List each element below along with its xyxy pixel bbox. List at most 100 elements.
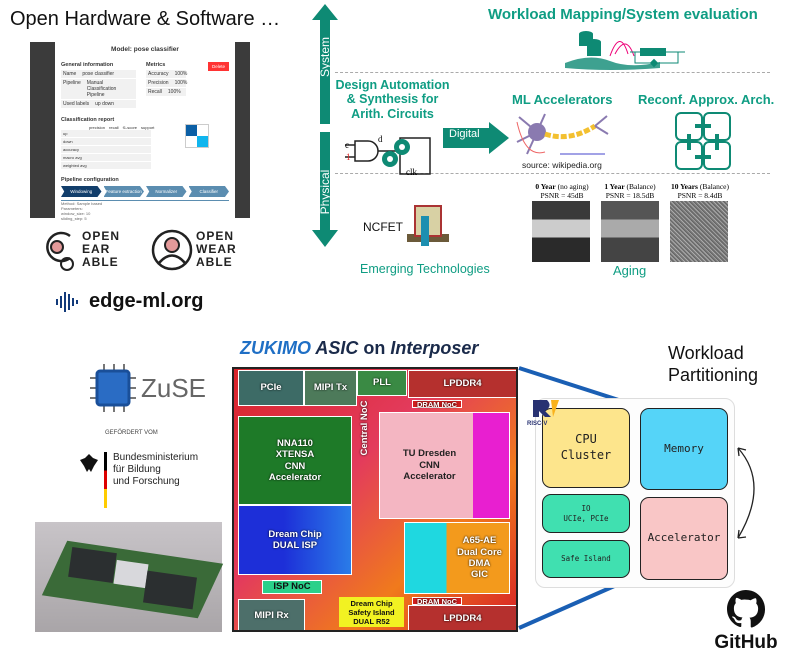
workload-mapping-title: Workload Mapping/System evaluation <box>488 6 758 23</box>
block-pll: PLL <box>357 370 407 396</box>
report-row: down <box>61 138 151 145</box>
general-info-heading: General information <box>61 62 114 68</box>
confusion-matrix <box>185 124 209 148</box>
accelerator-block: Accelerator <box>640 497 728 580</box>
pipeline-steps: Windowing Feature extraction Normalizer … <box>61 186 229 197</box>
pipeline-step[interactable]: Normalizer <box>146 186 187 197</box>
reconfigurable-grid-icon <box>675 112 731 170</box>
block-dram-noc-top: DRAM NoC <box>412 400 462 409</box>
aging-caption: 10 Years (Balance)PSNR = 8.4dB <box>670 182 730 200</box>
neuron-image <box>516 113 609 155</box>
funding-label: GEFÖRDERT VOM <box>105 430 158 436</box>
pipeline-detail: Parameters: <box>61 206 83 211</box>
aging-image-10-years <box>670 201 728 262</box>
report-row: accuracy <box>61 146 151 153</box>
github-logo[interactable]: GitHub <box>708 590 784 653</box>
block-dram-noc-bottom: DRAM NoC <box>412 597 462 606</box>
module-photo <box>35 522 224 632</box>
circuit-label-d: d <box>378 134 383 144</box>
asic-title: ZUKIMO ASIC on Interposer <box>240 338 479 358</box>
edge-ml-logo[interactable]: edge-ml.org <box>55 290 203 313</box>
block-mipi-rx: MIPI Rx <box>238 599 305 630</box>
circuit-label-1: 1 <box>346 152 351 162</box>
reconf-approx-title: Reconf. Approx. Arch. <box>638 92 775 107</box>
report-row: up <box>61 130 151 137</box>
block-pcie: PCIe <box>238 370 304 406</box>
report-row: macro avg <box>61 154 151 161</box>
aging-title: Aging <box>613 263 647 278</box>
chip-icon <box>90 364 136 412</box>
aging-caption: 1 Year (Balance)PSNR = 18.5dB <box>604 182 656 200</box>
eagle-icon <box>80 454 98 472</box>
edge-ml-text: edge-ml.org <box>89 290 204 312</box>
pipeline-step[interactable]: Classifier <box>188 186 229 197</box>
github-icon <box>727 590 766 628</box>
zuse-logo: ZuSE <box>90 364 206 412</box>
delete-button[interactable]: Delete <box>207 62 229 71</box>
pipeline-detail: sliding_step: 5 <box>61 216 87 221</box>
report-heading: Classification report <box>61 117 115 123</box>
model-modal: Model: pose classifier Delete General in… <box>55 42 235 221</box>
block-mipi-tx: MIPI Tx <box>304 370 357 406</box>
aging-image-1-year <box>601 201 659 262</box>
bidirectional-arrow-icon <box>737 447 755 539</box>
divider <box>335 173 770 174</box>
digital-arrow <box>443 122 509 154</box>
edge-ml-screenshot: Model: pose classifier Delete General in… <box>30 42 250 221</box>
ml-accelerators-title: ML Accelerators <box>512 92 613 107</box>
ncfet-label: NCFET <box>363 220 403 234</box>
block-lpddr4-top: LPDDR4 <box>408 370 516 398</box>
logic-circuit-icon <box>345 137 431 175</box>
pipeline-detail: Method: Sample based <box>61 201 103 206</box>
safe-island-block: Safe Island <box>542 540 630 578</box>
system-physical-arrows <box>312 4 338 247</box>
memory-block: Memory <box>640 408 728 490</box>
soundwave-icon <box>56 291 78 312</box>
risc-v-logo: RISC-V <box>527 398 561 427</box>
open-wearable-icon <box>151 229 193 271</box>
pipeline-detail: window_size: 10 <box>61 211 91 216</box>
wikipedia-source: source: wikipedia.org <box>522 160 602 170</box>
report-row: weighted avg <box>61 162 151 169</box>
pipeline-heading: Pipeline configuration <box>61 177 119 183</box>
circuit-label-c: c <box>345 140 349 150</box>
modal-title: Model: pose classifier <box>111 46 179 53</box>
metrics-heading: Metrics <box>146 62 166 68</box>
system-label: System <box>318 37 332 78</box>
workload-mapping-graphic <box>565 31 685 70</box>
physical-label: Physical <box>318 169 332 215</box>
risc-v-icon <box>533 400 559 417</box>
block-central-noc: Central NoC <box>359 400 370 456</box>
aging-caption: 0 Year (no aging)PSNR = 45dB <box>535 182 589 200</box>
aging-image-0-year <box>532 201 590 262</box>
section-title: Open Hardware & Software … <box>10 8 281 30</box>
divider <box>335 72 770 73</box>
zoom-lines <box>518 366 629 630</box>
open-earable-icon <box>46 231 74 271</box>
block-lpddr4-bottom: LPDDR4 <box>408 605 516 630</box>
circuit-label-clk: clk <box>406 167 417 177</box>
digital-label: Digital <box>449 128 480 140</box>
block-isp-noc: ISP NoC <box>262 580 322 594</box>
ncfet-device-icon <box>407 205 449 246</box>
emerging-technologies-title: Emerging Technologies <box>360 262 490 276</box>
pipeline-step[interactable]: Windowing <box>61 186 102 197</box>
pipeline-step[interactable]: Feature extraction <box>103 186 144 197</box>
